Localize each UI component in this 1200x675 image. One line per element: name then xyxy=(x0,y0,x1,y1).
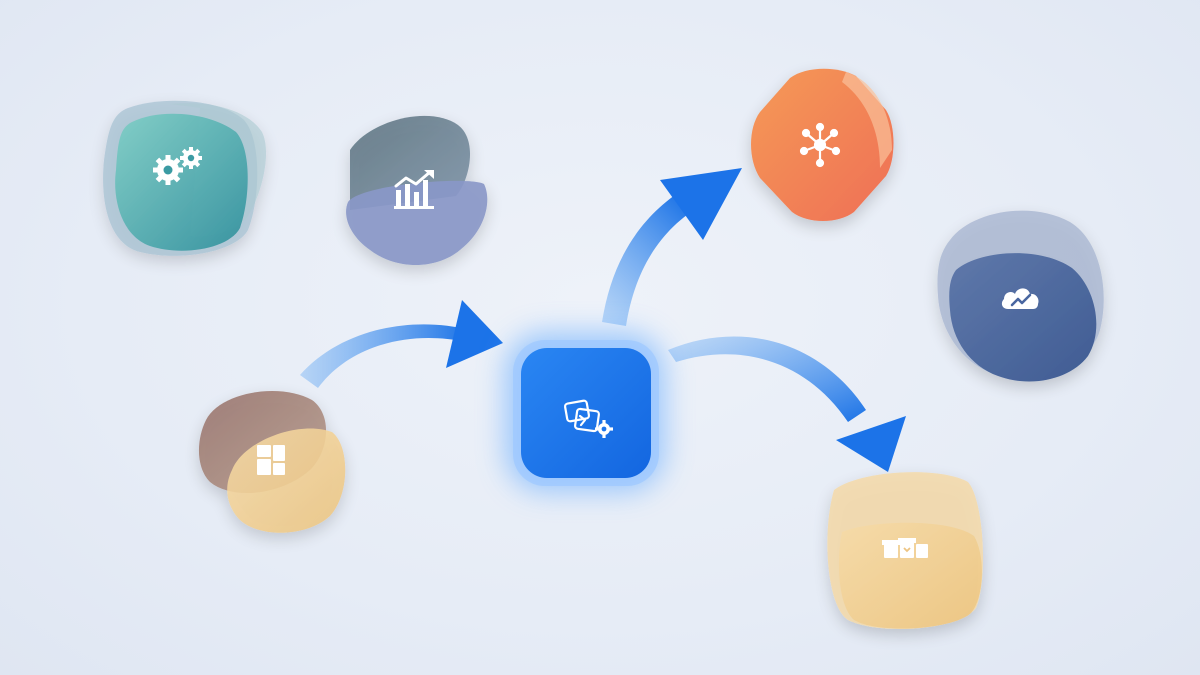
outbound-arrow-up xyxy=(602,168,742,326)
bar-chart-trend-icon xyxy=(394,170,434,209)
apps-grid-node[interactable] xyxy=(198,390,346,533)
network-nodes-icon xyxy=(799,122,841,168)
cloud-icon xyxy=(1001,288,1039,309)
integration-hub[interactable] xyxy=(505,332,665,492)
analytics-chart-node[interactable] xyxy=(346,115,488,265)
storage-boxes-node[interactable] xyxy=(827,472,983,630)
settings-workflow-icon xyxy=(563,399,613,438)
inbound-arrow xyxy=(300,300,503,388)
network-node[interactable] xyxy=(751,68,894,221)
gears-icon xyxy=(153,147,202,185)
boxes-icon xyxy=(882,538,928,558)
outbound-arrow-down xyxy=(668,336,906,472)
grid-icon xyxy=(257,445,285,475)
cloud-node[interactable] xyxy=(937,210,1104,382)
settings-gears-node[interactable] xyxy=(103,100,267,256)
